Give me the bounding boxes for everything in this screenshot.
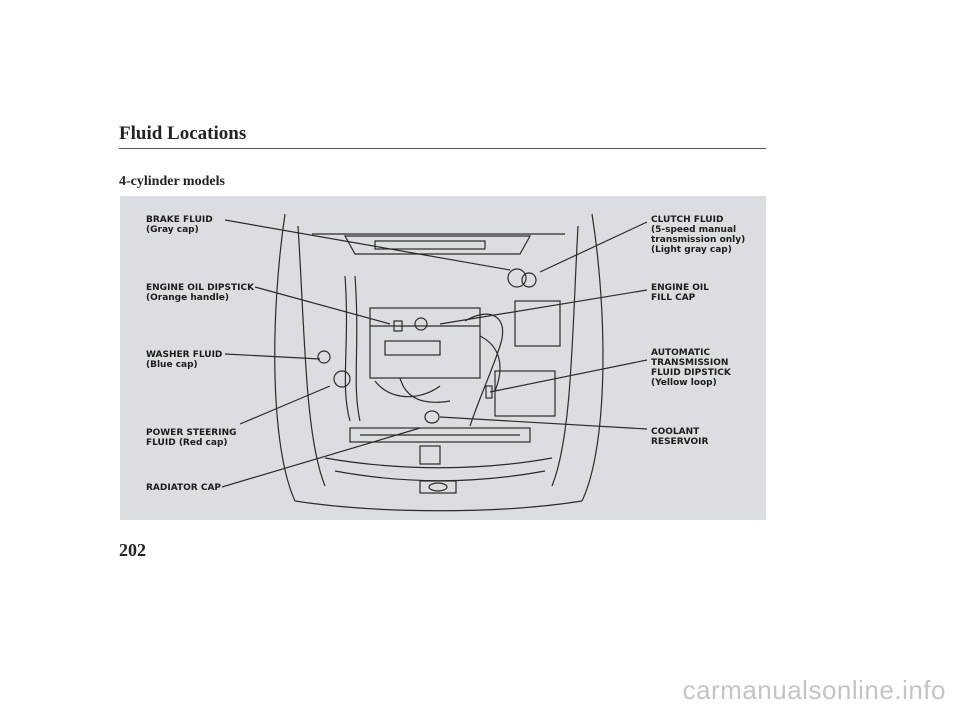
page-title: Fluid Locations xyxy=(119,123,247,144)
label-clutch-fluid: CLUTCH FLUID(5-speed manual transmission… xyxy=(651,215,746,255)
title-divider xyxy=(119,148,766,149)
watermark: carmanualsonline.info xyxy=(682,675,946,705)
engine-bay-illustration xyxy=(221,213,648,512)
section-subtitle: 4-cylinder models xyxy=(119,174,225,189)
page-number: 202 xyxy=(119,540,146,560)
engine-diagram-panel xyxy=(120,196,766,520)
label-engine-oil-dipstick: ENGINE OIL DIPSTICK(Orange handle) xyxy=(146,283,255,303)
label-radiator-cap: RADIATOR CAP xyxy=(146,483,222,493)
label-washer-fluid: WASHER FLUID(Blue cap) xyxy=(146,350,223,370)
label-brake-fluid: BRAKE FLUID(Gray cap) xyxy=(146,215,213,235)
